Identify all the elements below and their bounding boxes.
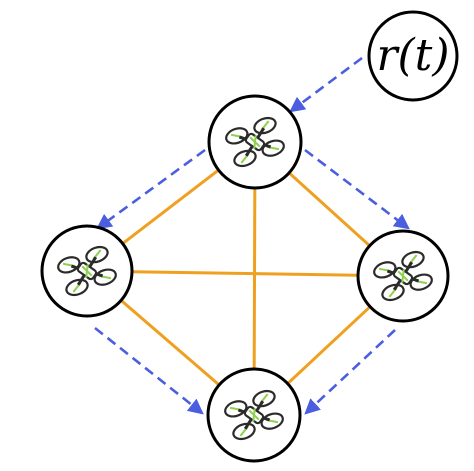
agent-node-bottom: [206, 367, 302, 463]
agent-node-left: [40, 224, 134, 318]
agent-node-top: [207, 94, 303, 190]
signal-arrow-left-bottom: [94, 326, 204, 415]
edge-right-bottom: [286, 305, 372, 385]
edge-top-bottom: [252, 187, 257, 370]
agent-node-right: [356, 229, 450, 323]
reference-circle: [367, 10, 459, 102]
signal-arrows: [94, 56, 410, 415]
edge-left-right: [131, 270, 359, 277]
edge-top-right: [288, 171, 371, 247]
edge-left-bottom: [120, 299, 221, 387]
reference-node: r(t): [367, 10, 459, 102]
reference-label: r(t): [376, 30, 449, 81]
communication-edges: [120, 168, 372, 387]
edge-top-left: [121, 168, 220, 245]
signal-arrow-right-bottom: [304, 329, 396, 415]
agent-nodes: [40, 94, 450, 463]
signal-arrow-top-left: [96, 148, 206, 230]
signal-arrow-top-right: [304, 148, 410, 230]
signal-arrow-reference-top: [289, 56, 363, 113]
